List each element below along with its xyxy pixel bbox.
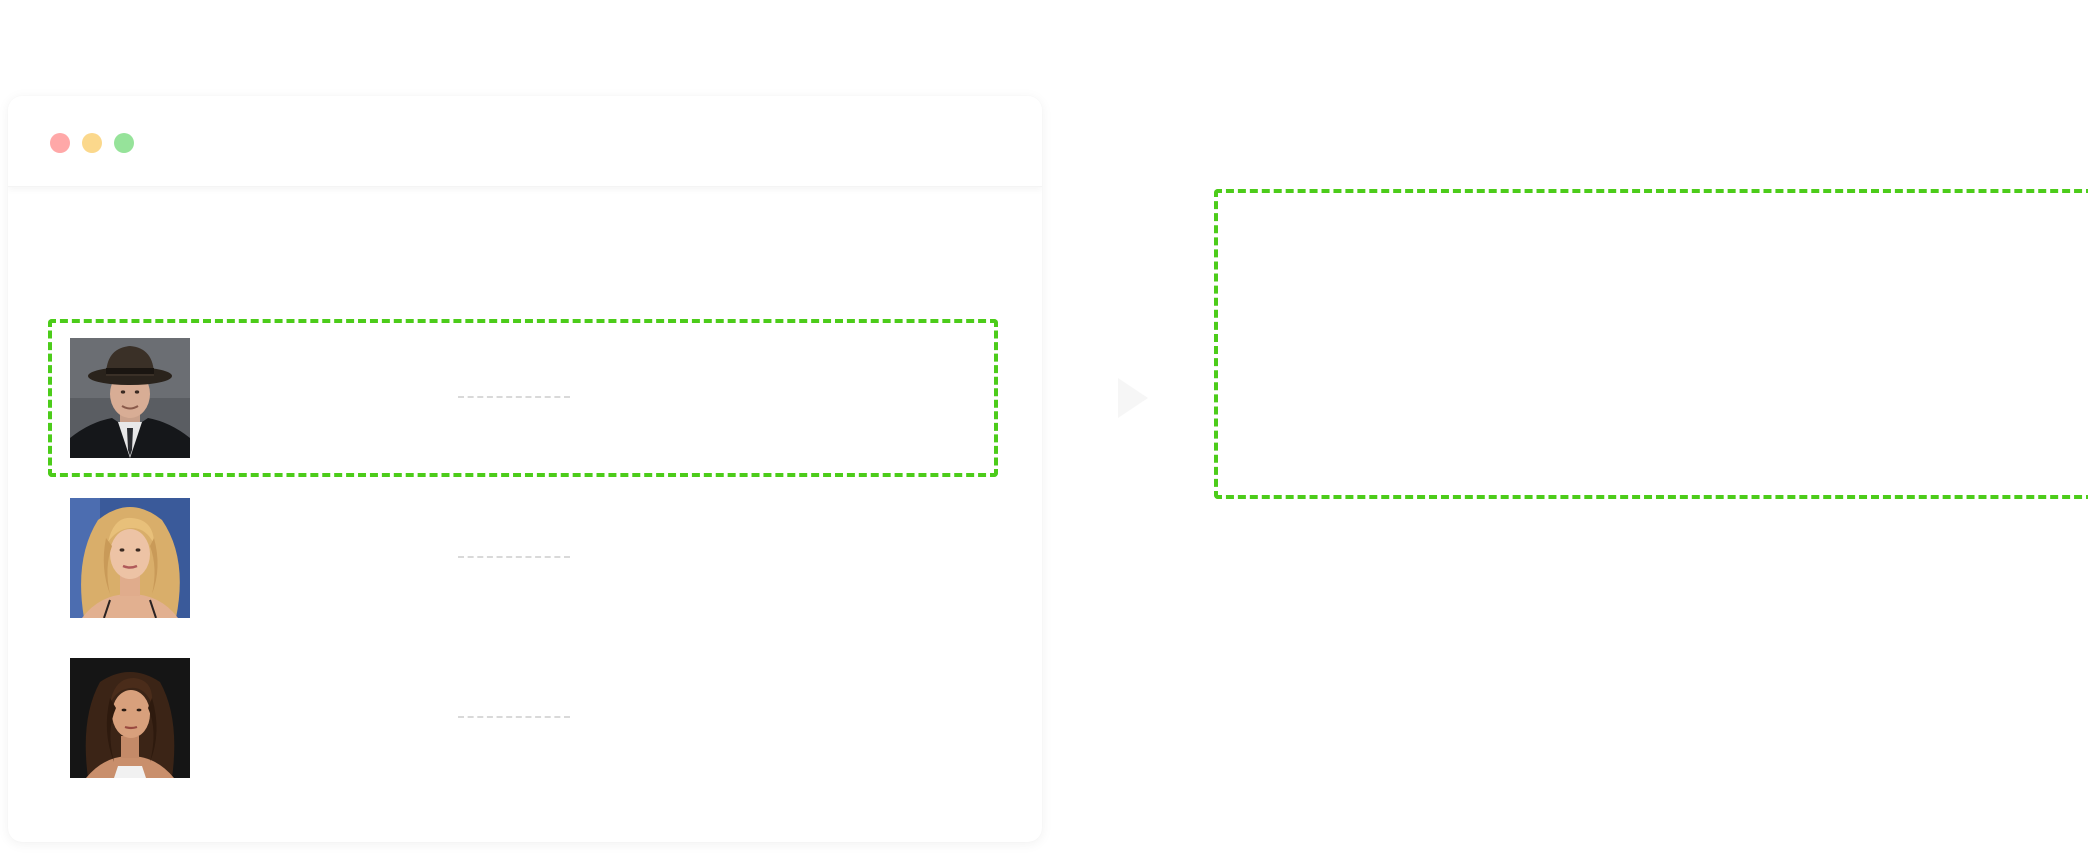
- list-item[interactable]: [70, 338, 970, 458]
- minimize-window-button[interactable]: [82, 133, 102, 153]
- avatar: [70, 658, 190, 778]
- text-placeholder: [458, 716, 570, 718]
- list-item[interactable]: [70, 498, 970, 618]
- close-window-button[interactable]: [50, 133, 70, 153]
- selected-row-highlight: [48, 319, 998, 477]
- text-placeholder: [458, 556, 570, 558]
- person-fedora-avatar: [70, 338, 190, 458]
- browser-window: [8, 96, 1042, 842]
- person-brunette-avatar: [70, 658, 190, 778]
- list-item[interactable]: [70, 658, 970, 778]
- maximize-window-button[interactable]: [114, 133, 134, 153]
- window-titlebar: [8, 96, 1042, 187]
- person-blonde-avatar: [70, 498, 190, 618]
- avatar: [70, 498, 190, 618]
- avatar: [70, 338, 190, 458]
- drop-target-highlight[interactable]: [1214, 189, 2088, 499]
- arrow-right-icon: [1118, 378, 1148, 418]
- text-placeholder: [458, 396, 570, 398]
